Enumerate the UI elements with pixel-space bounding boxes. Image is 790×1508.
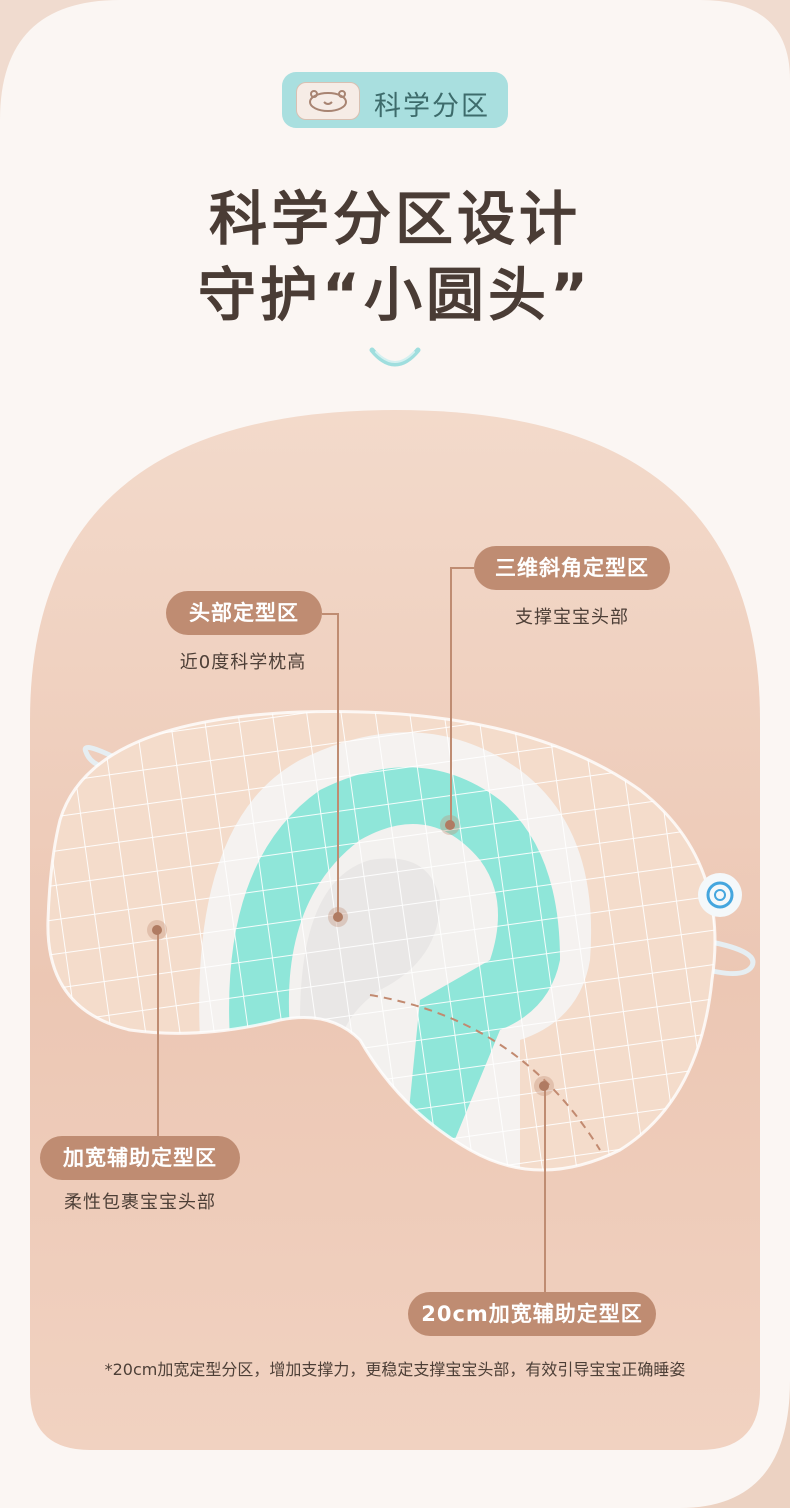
connector-line — [337, 613, 339, 917]
headline-line-2: 守护“小圆头” — [197, 261, 593, 329]
connector-line — [322, 613, 338, 615]
zone-dot-angle — [440, 815, 460, 835]
footnote: *20cm加宽定型分区，增加支撑力，更稳定支撑宝宝头部，有效引导宝宝正确睡姿 — [104, 1360, 686, 1379]
zone-dot-head — [328, 907, 348, 927]
zone-label-wide: 加宽辅助定型区 — [40, 1136, 240, 1180]
zone-desc-angle: 支撑宝宝头部 — [515, 607, 629, 628]
connector-line — [157, 930, 159, 1136]
smile-curve-icon — [369, 347, 421, 367]
zone-dot-wide — [147, 920, 167, 940]
zone-desc-wide: 柔性包裹宝宝头部 — [64, 1192, 216, 1213]
zone-label-angle: 三维斜角定型区 — [474, 546, 670, 590]
section-tag-label: 科学分区 — [374, 91, 490, 122]
bear-pillow-icon — [296, 82, 360, 120]
zone-dot-20cm — [534, 1076, 554, 1096]
headline-line-1: 科学分区设计 — [208, 185, 581, 253]
zone-label-20cm: 20cm加宽辅助定型区 — [408, 1292, 656, 1336]
connector-line — [450, 567, 474, 569]
zone-desc-head: 近0度科学枕高 — [179, 652, 307, 673]
connector-line — [450, 567, 452, 825]
connector-line — [544, 1086, 546, 1292]
section-tag: 科学分区 — [282, 72, 508, 128]
zone-label-head: 头部定型区 — [166, 591, 322, 635]
